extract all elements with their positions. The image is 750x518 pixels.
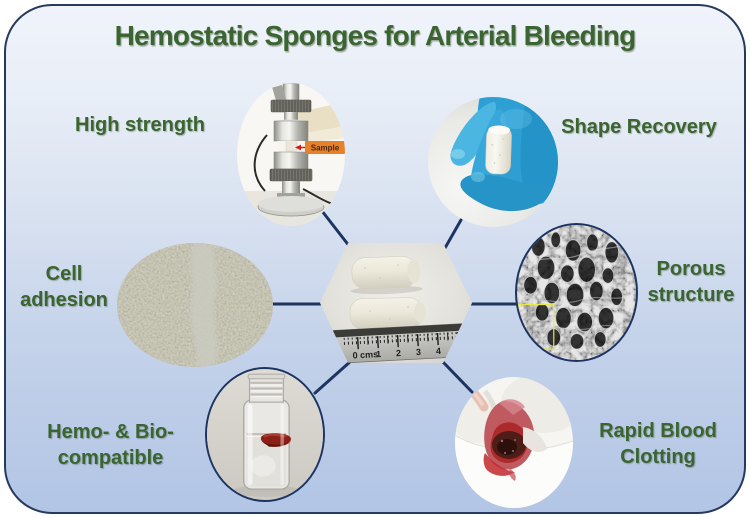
label-porous-structure: Porous structure: [647, 258, 735, 306]
white-sponge: [485, 125, 512, 175]
sample-callout-box: [305, 141, 345, 154]
ruler: 0 cms 1 2 3 4: [332, 323, 468, 363]
high-strength-test-photo: Sample: [237, 83, 345, 226]
figure-title: Hemostatic Sponges for Arterial Bleeding: [114, 20, 637, 51]
hemocompatibility-vial-photo: [205, 367, 325, 502]
ruler-mark-1: 1: [376, 349, 382, 359]
ruler-mark-0: 0 cms: [352, 349, 378, 360]
sponge-sample-top: [350, 256, 423, 295]
shape-recovery-photo: [428, 97, 558, 227]
label-high-strength: High strength: [75, 114, 205, 136]
ruler-mark-3: 3: [416, 347, 422, 357]
cell-adhesion-micrograph-photo: [117, 243, 273, 367]
label-cell-adhesion: Cell adhesion: [20, 263, 108, 311]
label-hemo-bio-compatible: Hemo- & Bio- compatible: [47, 421, 174, 469]
label-shape-recovery: Shape Recovery: [561, 116, 717, 138]
ruler-mark-2: 2: [396, 348, 402, 358]
blood-clotting-wound-photo: [455, 377, 573, 508]
ruler-mark-4: 4: [436, 346, 442, 356]
sample-arrow-head: [295, 144, 301, 151]
center-sponges-photo: 0 cms 1 2 3 4: [320, 243, 472, 363]
label-rapid-blood-clotting: Rapid Blood Clotting: [599, 420, 717, 468]
sample-label: Sample: [311, 144, 340, 153]
porous-structure-sem-photo: [515, 223, 638, 362]
